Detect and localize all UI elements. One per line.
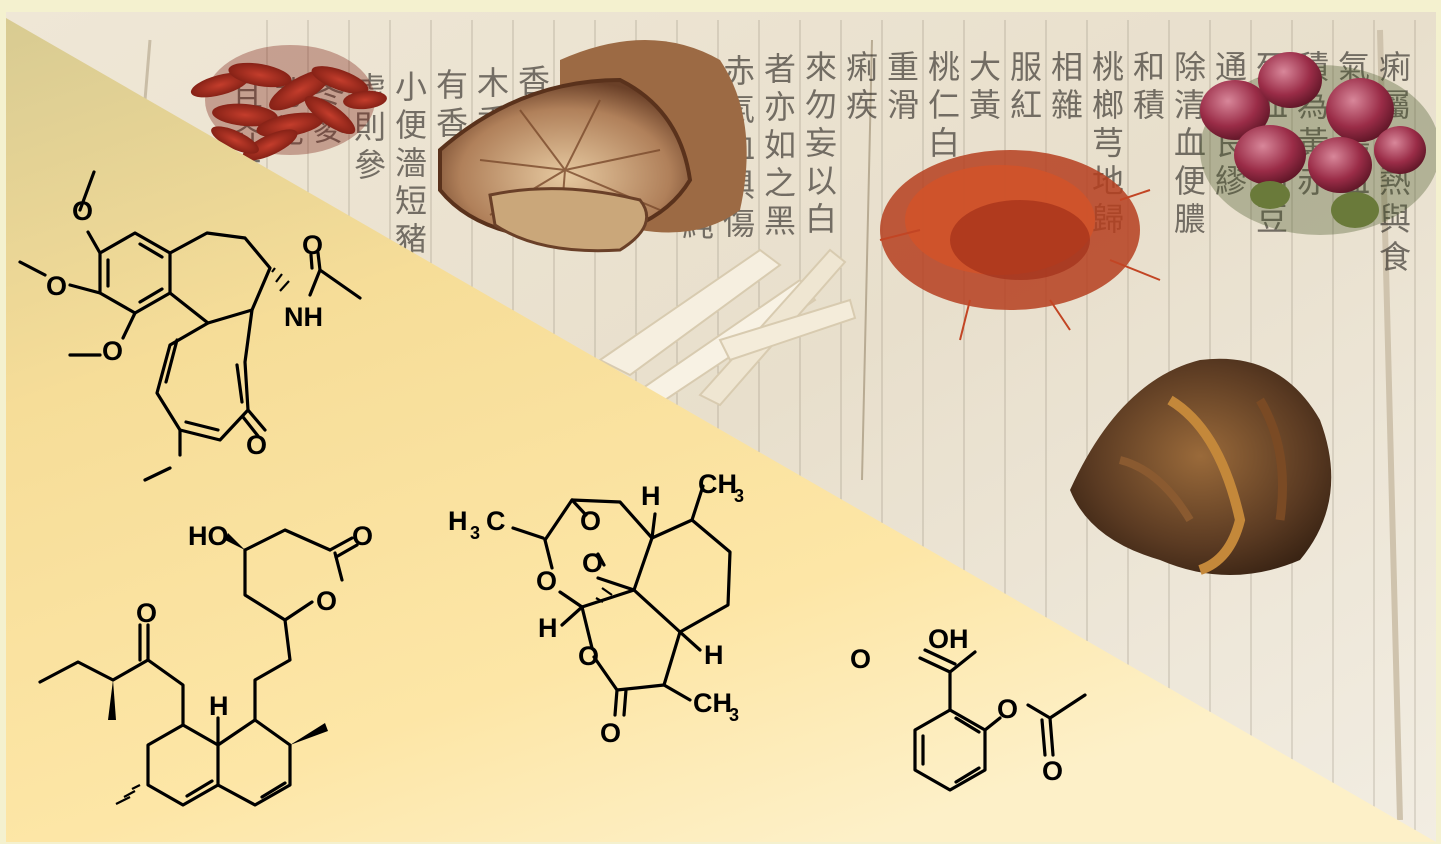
colchicine-oxygen-3: O <box>102 336 123 366</box>
lovastatin-ketone-o: O <box>136 598 157 628</box>
book-column: 相雜 <box>1051 48 1083 124</box>
artemisinin-peroxide-o1: O <box>580 506 601 536</box>
aspirin-acid-carbonyl-o: O <box>850 644 871 674</box>
book-column: 桃仁白 <box>928 48 960 162</box>
artemisinin-peroxide-o2: O <box>582 548 603 578</box>
saffron-pile <box>879 150 1161 341</box>
book-column: 者亦如之黑 <box>764 50 796 240</box>
white-herb-strips <box>598 248 857 407</box>
artemisinin-ch-bottom-subscript: 3 <box>729 705 739 725</box>
book-column: 大黃 <box>969 48 1001 124</box>
artemisinin-ring-o: O <box>536 566 557 596</box>
artemisinin-h-right: H <box>704 640 724 670</box>
colchicine-oxygen-2: O <box>46 271 67 301</box>
book-column: 重滑 <box>887 48 919 124</box>
colchicine-ketone-oxygen: O <box>246 430 267 460</box>
lovastatin-lactone-carbonyl-o: O <box>352 521 373 551</box>
lovastatin-hydroxyl: HO <box>188 521 229 551</box>
rose-buds <box>1200 52 1436 235</box>
artemisinin-h3c-c: C <box>486 506 506 536</box>
colchicine-structure: O O O O NH O <box>18 170 362 482</box>
artemisinin-h3c-h: H <box>448 506 468 536</box>
artemisinin-ch-top: CH <box>698 469 737 499</box>
aspirin-structure: O OH O O <box>850 624 1087 792</box>
aspirin-hydroxyl: OH <box>928 624 969 654</box>
licorice-slices <box>438 40 747 253</box>
artemisinin-carbonyl-o: O <box>600 718 621 748</box>
artemisinin-ch-bottom: CH <box>693 688 732 718</box>
book-column: 和積 <box>1133 48 1165 124</box>
book-column: 痢疾 <box>846 48 878 124</box>
artemisinin-ch-top-subscript: 3 <box>734 486 744 506</box>
colchicine-carbonyl-oxygen: O <box>302 230 323 260</box>
colchicine-amide-nh: NH <box>284 302 323 332</box>
artemisinin-lactone-o: O <box>578 641 599 671</box>
artemisinin-h-top: H <box>641 481 661 511</box>
book-column: 除清血便膿 <box>1174 48 1206 238</box>
aspirin-ester-o: O <box>997 694 1018 724</box>
lovastatin-structure: HO O O O H <box>38 521 373 807</box>
artemisinin-structure: H CH 3 H C 3 O O O H H O O CH 3 <box>448 469 744 748</box>
yellow-overlay <box>6 18 1436 842</box>
colchicine-oxygen-1: O <box>72 196 93 226</box>
artemisinin-h3c-subscript: 3 <box>470 523 480 543</box>
lovastatin-ring-h: H <box>209 691 229 721</box>
book-column: 小便濇短豬 <box>395 68 427 258</box>
goji-berries <box>190 45 387 161</box>
lovastatin-lactone-ring-o: O <box>316 586 337 616</box>
book-column: 來勿妄以白 <box>805 48 837 238</box>
artemisinin-h-left: H <box>538 613 558 643</box>
book-page-edge <box>861 39 873 481</box>
dried-mushroom <box>1070 358 1332 575</box>
aspirin-ester-carbonyl-o: O <box>1042 756 1063 786</box>
book-column: 服紅 <box>1010 48 1042 124</box>
